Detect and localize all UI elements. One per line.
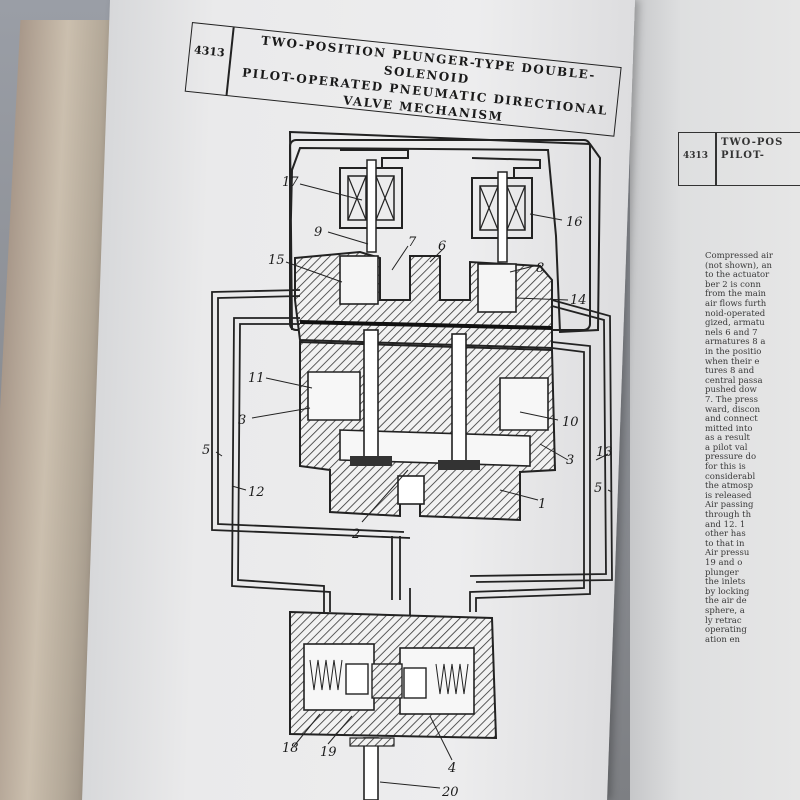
chamber-left	[307, 371, 361, 421]
label-20: 20	[441, 785, 459, 800]
plunger-left	[363, 329, 379, 461]
label-3-right: 3	[566, 453, 574, 468]
label-16: 16	[566, 215, 583, 230]
text-line: when their e	[705, 356, 760, 367]
text-line: 7. The press	[705, 394, 758, 405]
text-line: and connect	[705, 414, 758, 425]
text-line: ber 2 is conn	[705, 279, 761, 290]
text-line: the inlets	[705, 577, 746, 588]
text-line: plunger	[705, 567, 739, 578]
label-10: 10	[562, 415, 579, 430]
text-line: ward, discon	[705, 404, 761, 415]
header-number: 4313	[193, 43, 226, 60]
label-2: 2	[351, 527, 360, 542]
text-line: nels 6 and 7	[705, 327, 758, 338]
label-5-left: 5	[202, 443, 210, 458]
text-line: as a result	[705, 433, 750, 444]
leader-lines	[215, 183, 613, 789]
label-12: 12	[248, 485, 265, 500]
text-line: (not shown), an	[705, 260, 772, 271]
label-4: 4	[447, 761, 456, 776]
text-line: to the actuator	[705, 270, 770, 281]
text-line: tures 8 and	[705, 366, 755, 377]
text-line: mitted into	[705, 423, 753, 434]
output-rod	[363, 737, 379, 800]
text-line: noid-operated	[705, 308, 766, 319]
bottom-port	[397, 475, 425, 505]
label-6: 6	[438, 239, 446, 254]
text-line: other has	[705, 529, 746, 540]
text-line: is released	[705, 490, 752, 501]
label-14: 14	[570, 293, 587, 308]
label-13: 13	[596, 445, 613, 460]
text-line: armatures 8 a	[705, 337, 766, 348]
label-19: 19	[320, 745, 337, 760]
text-line: central passa	[705, 375, 763, 386]
text-line: pushed dow	[705, 385, 757, 396]
text-line: for this is	[705, 462, 746, 473]
right-header-title-line-1: TWO-POS	[721, 137, 784, 148]
text-line: by locking	[705, 586, 750, 597]
text-line: 19 and o	[705, 558, 743, 568]
right-header-title-line-2: PILOT-	[721, 150, 765, 161]
text-line: pressure do	[705, 452, 757, 463]
text-line: Compressed air	[705, 251, 773, 261]
label-11: 11	[248, 371, 265, 386]
right-header-number: 4313	[683, 151, 709, 161]
text-line: operating	[705, 625, 747, 636]
left-solenoid	[339, 149, 409, 253]
label-18: 18	[282, 741, 299, 756]
text-line: to that in	[705, 538, 745, 549]
text-line: a pilot val	[705, 442, 748, 453]
text-line: the air de	[705, 596, 747, 607]
text-line: in the positio	[705, 346, 762, 357]
label-15: 15	[268, 253, 285, 268]
text-line: sphere, a	[705, 605, 745, 616]
right-header-divider	[715, 133, 717, 185]
label-9: 9	[314, 225, 322, 240]
plunger-right	[451, 333, 467, 467]
text-line: the atmosp	[705, 481, 754, 492]
text-line: from the main	[705, 289, 767, 300]
label-17: 17	[282, 175, 299, 190]
text-line: gized, armatu	[705, 318, 765, 329]
header-divider	[225, 27, 235, 96]
text-line: ly retrac	[705, 615, 742, 626]
text-line: Air passing	[705, 500, 754, 511]
valve-body-main	[299, 340, 557, 522]
text-line: considerabl	[705, 471, 756, 482]
pilot-valve-left	[339, 255, 379, 305]
label-7: 7	[408, 235, 417, 250]
chamber-right	[499, 377, 549, 431]
right-solenoid	[471, 157, 541, 263]
springs	[309, 659, 469, 695]
text-line: and 12. 1	[705, 519, 746, 530]
label-5-right: 5	[594, 481, 602, 496]
label-3-left: 3	[238, 413, 246, 428]
text-line: Air pressu	[705, 548, 750, 559]
text-line: ation en	[705, 634, 741, 645]
right-header-title: TWO-POS PILOT-	[721, 136, 783, 162]
label-1: 1	[538, 497, 546, 512]
label-8: 8	[536, 261, 544, 276]
text-line: air flows furth	[705, 298, 767, 309]
text-line: through th	[705, 510, 752, 521]
pilot-valve-right	[477, 263, 517, 313]
right-page-header: 4313 TWO-POS PILOT-	[678, 132, 800, 186]
